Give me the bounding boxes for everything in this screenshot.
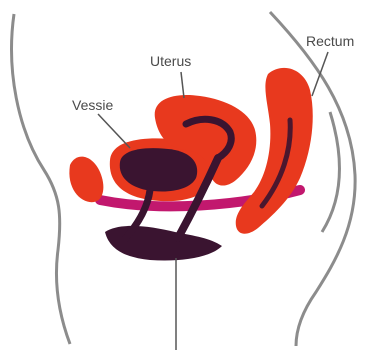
rectum-leader-line xyxy=(312,52,328,96)
pubic-bone xyxy=(69,157,103,203)
pelvic-floor-mass xyxy=(105,226,222,261)
vessie-leader-line xyxy=(98,114,130,148)
rectum-label: Rectum xyxy=(306,33,354,49)
vessie-label: Vessie xyxy=(72,97,113,113)
uterus-leader-line xyxy=(181,72,184,98)
sacrum-curve xyxy=(322,112,339,232)
body-outline-front xyxy=(12,14,70,344)
uterus-label: Uterus xyxy=(150,53,191,69)
